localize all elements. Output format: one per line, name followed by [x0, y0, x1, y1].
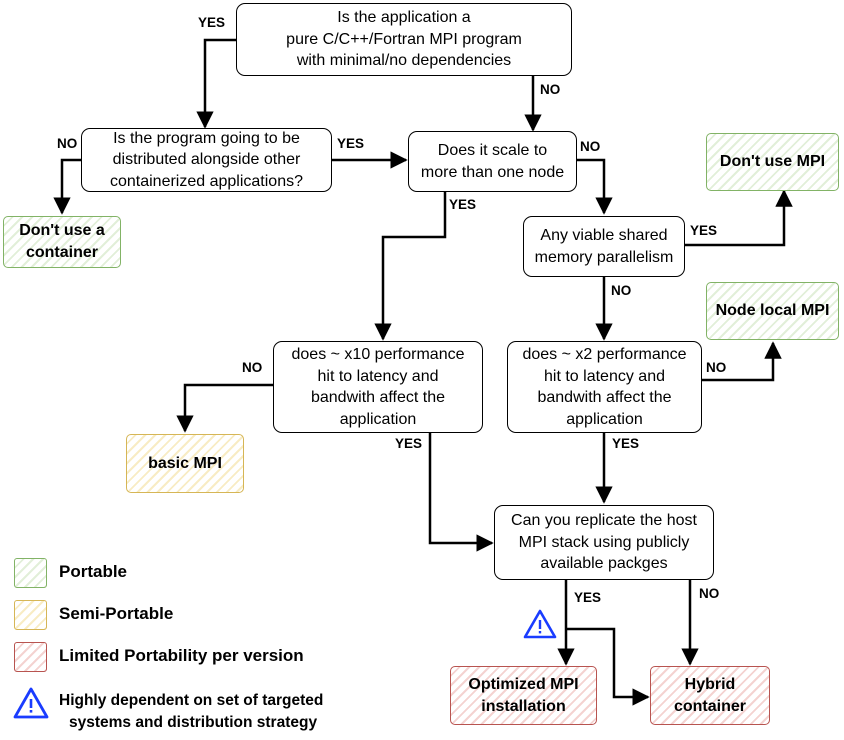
decision-distributed: Is the program going to be distributed a… — [81, 128, 332, 192]
legend-swatch-portable — [14, 558, 47, 588]
outcome-text-line: container — [673, 697, 746, 715]
decision-text-line: bandwith affect the — [537, 389, 672, 406]
legend-label-warning: Highly dependent on set of targeted syst… — [59, 690, 323, 734]
decision-text-line: Is the application a — [337, 9, 471, 27]
outcome-basic-mpi: basic MPI — [126, 434, 244, 493]
outcome-text-line: Optimized MPI — [468, 675, 579, 693]
decision-text-line: distributed alongside other — [112, 151, 301, 169]
edge-label-yes: YES — [337, 136, 365, 151]
legend-swatch-semi-portable — [14, 600, 47, 630]
legend-swatch-limited — [14, 642, 47, 672]
edge-label-yes: YES — [395, 436, 423, 451]
outcome-text-line: Node local MPI — [715, 302, 830, 319]
edge-label-yes: YES — [690, 223, 718, 238]
legend-warning-line: Highly dependent on set of targeted — [59, 692, 324, 709]
outcome-text-line: basic MPI — [148, 454, 222, 472]
edge-x10-no — [176, 383, 273, 433]
decision-replicate-mpi: Can you replicate the host MPI stack usi… — [494, 505, 714, 580]
warning-triangle-icon — [523, 609, 557, 639]
edge-x2-no — [701, 341, 782, 382]
decision-text-line: memory parallelism — [534, 248, 674, 266]
edge-distributed-no — [53, 158, 81, 215]
decision-text-line: Is the program going to be — [113, 129, 300, 147]
decision-text-line: bandwith affect the — [310, 389, 446, 406]
edge-label-no: NO — [57, 136, 78, 151]
decision-perf-x2: does ~ x2 performance hit to latency and… — [507, 341, 702, 433]
edge-label-yes: YES — [612, 436, 640, 451]
edge-label-no: NO — [580, 139, 601, 154]
edge-replicate-yes-branch — [566, 627, 650, 706]
decision-text-line: with minimal/no dependencies — [296, 52, 512, 70]
decision-scale: Does it scale to more than one node — [408, 131, 577, 192]
decision-text-line: application — [339, 410, 417, 428]
decision-text-line: MPI stack using publicly — [518, 533, 690, 551]
edge-label-yes: YES — [198, 15, 226, 30]
legend-label-portable: Portable — [59, 562, 128, 581]
decision-text-line: hit to latency and — [317, 367, 439, 385]
decision-text-line: containerized applications? — [109, 172, 303, 190]
decision-text-line: application — [566, 410, 643, 428]
edge-label-no: NO — [699, 586, 720, 601]
edge-shared-yes — [684, 189, 793, 247]
decision-pure-mpi: Is the application a pure C/C++/Fortran … — [236, 3, 572, 76]
decision-perf-x10: does ~ x10 performance hit to latency an… — [273, 341, 483, 433]
decision-text-line: does ~ x10 performance — [291, 346, 465, 363]
decision-text-line: hit to latency and — [544, 367, 665, 385]
legend-label-semi-portable: Semi-Portable — [59, 604, 174, 623]
edge-label-yes: YES — [449, 197, 477, 212]
outcome-node-local-mpi: Node local MPI — [706, 282, 839, 340]
edge-label-yes: YES — [574, 590, 602, 605]
edge-pure-mpi-yes — [196, 38, 236, 129]
edge-label-no: NO — [611, 283, 632, 298]
decision-text-line: Does it scale to — [437, 142, 548, 159]
outcome-text-line: Hybrid — [684, 675, 736, 693]
outcome-dont-use-mpi: Don't use MPI — [706, 133, 839, 191]
legend-warning-line: systems and distribution strategy — [69, 714, 318, 731]
outcome-text-line: Don't use MPI — [719, 153, 826, 170]
edge-label-no: NO — [242, 360, 263, 375]
decision-shared-memory: Any viable shared memory parallelism — [523, 216, 685, 277]
outcome-text-line: container — [25, 244, 98, 261]
edge-scale-no — [576, 158, 613, 215]
edge-x10-yes — [428, 432, 494, 552]
decision-text-line: Any viable shared — [540, 227, 668, 244]
decision-text-line: more than one node — [420, 163, 565, 181]
outcome-optimized-mpi: Optimized MPI installation — [450, 666, 597, 725]
decision-text-line: pure C/C++/Fortran MPI program — [286, 30, 522, 48]
edge-label-no: NO — [540, 82, 561, 97]
outcome-text-line: installation — [481, 697, 566, 715]
legend-warning-triangle-icon — [13, 687, 49, 719]
edge-scale-yes — [374, 191, 447, 341]
outcome-text-line: Don't use a — [19, 222, 105, 239]
outcome-hybrid-container: Hybrid container — [650, 666, 770, 725]
decision-text-line: available packges — [540, 555, 668, 573]
decision-text-line: does ~ x2 performance — [522, 346, 687, 363]
decision-text-line: Can you replicate the host — [511, 512, 697, 530]
outcome-dont-use-container: Don't use a container — [3, 216, 121, 268]
legend-label-limited: Limited Portability per version — [59, 646, 304, 665]
edge-label-no: NO — [706, 360, 727, 375]
